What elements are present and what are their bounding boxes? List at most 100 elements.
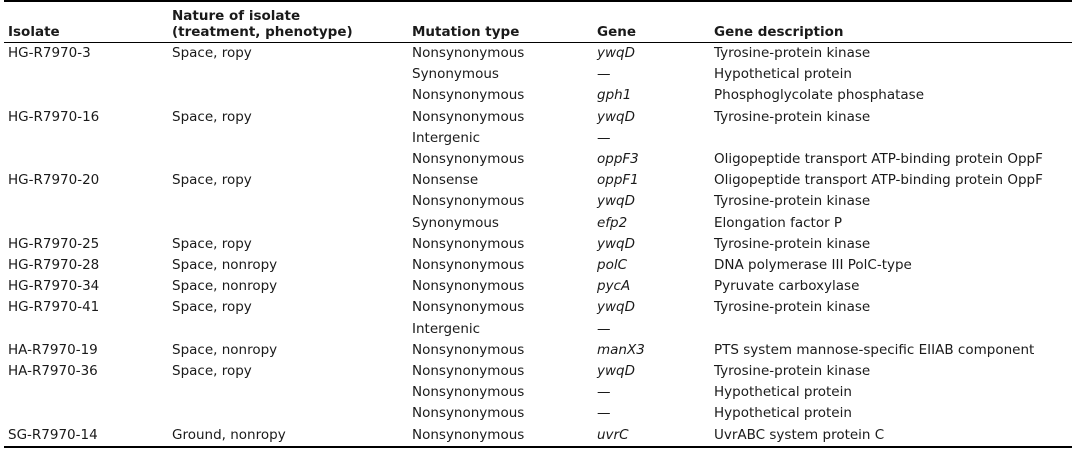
cell-isolate [4, 213, 168, 234]
cell-isolate [4, 191, 168, 212]
cell-gene: manX3 [597, 341, 645, 358]
table-row: Nonsynonymous ywqD Tyrosine-protein kinase [4, 191, 1072, 212]
cell-mutation-type: Nonsynonymous [412, 151, 525, 168]
table-row: Synonymous—Hypothetical protein [4, 64, 1072, 85]
cell-gene: — [597, 66, 611, 83]
cell-gene: uvrC [593, 424, 710, 448]
cell-isolate: SG-R7970-14 [4, 424, 168, 448]
cell-isolate [4, 382, 168, 403]
cell-mutation-type: Nonsynonymous [412, 278, 525, 295]
cell-gene-description: Oligopeptide transport ATP-binding prote… [714, 172, 1043, 189]
cell-nature [168, 149, 408, 170]
cell-isolate [4, 85, 168, 106]
cell-nature [168, 319, 408, 340]
cell-gene: efp2 [597, 214, 628, 231]
cell-nature: Space, ropy [172, 108, 252, 125]
cell-gene-description: Hypothetical protein [714, 66, 852, 83]
cell-gene: ywqD [597, 193, 635, 210]
cell-mutation-type: Nonsynonymous [412, 108, 525, 125]
cell-nature [168, 64, 408, 85]
cell-nature [168, 213, 408, 234]
cell-nature: Space, ropy [172, 363, 252, 380]
cell-isolate [4, 128, 168, 149]
cell-gene-description: Tyrosine-protein kinase [714, 108, 871, 125]
cell-mutation-type: Nonsynonymous [412, 257, 525, 274]
cell-mutation-type: Intergenic [412, 129, 481, 146]
cell-nature [168, 191, 408, 212]
header-gene-spacer [593, 0, 710, 24]
cell-nature [168, 382, 408, 403]
cell-gene: ywqD [597, 45, 635, 61]
cell-nature: Space, ropy [172, 172, 252, 189]
cell-gene: ywqD [597, 235, 635, 252]
cell-gene: ywqD [597, 299, 635, 316]
cell-mutation-type: Nonsynonymous [412, 193, 525, 210]
cell-isolate: HG-R7970-25 [8, 235, 100, 252]
cell-gene-description: Elongation factor P [714, 214, 843, 231]
cell-gene-description: Phosphoglycolate phosphatase [714, 87, 925, 104]
cell-isolate [4, 403, 168, 424]
header-row-1: Nature of isolate [4, 0, 1072, 24]
header-isolate: Isolate [4, 24, 168, 43]
table-header: Nature of isolate Isolate (treatment, ph… [4, 0, 1072, 43]
cell-gene-description: Tyrosine-protein kinase [714, 45, 871, 61]
header-nature-line2: (treatment, phenotype) [168, 24, 408, 43]
cell-mutation-type: Nonsynonymous [412, 341, 525, 358]
table-row: Intergenic— [4, 128, 1072, 149]
cell-gene: oppF1 [597, 172, 639, 189]
cell-nature [168, 85, 408, 106]
cell-gene-description: Tyrosine-protein kinase [714, 193, 871, 210]
cell-nature [168, 403, 408, 424]
cell-mutation-type: Nonsynonymous [412, 87, 525, 104]
cell-gene-description: DNA polymerase III PolC-type [714, 257, 912, 274]
cell-mutation-type: Intergenic [412, 320, 481, 337]
cell-isolate: HG-R7970-41 [8, 299, 100, 316]
cell-nature: Space, ropy [172, 299, 252, 316]
header-isolate-spacer [4, 0, 168, 24]
cell-nature [168, 128, 408, 149]
table-row: Nonsynonymous—Hypothetical protein [4, 403, 1072, 424]
table-row: Intergenic — [4, 319, 1072, 340]
table-row: Synonymous efp2 Elongation factor P [4, 213, 1072, 234]
header-mutation-type: Mutation type [408, 24, 593, 43]
cell-nature: Space, nonropy [172, 341, 278, 358]
header-gene: Gene [593, 24, 710, 43]
cell-gene-description: Pyruvate carboxylase [714, 278, 860, 295]
cell-isolate [4, 319, 168, 340]
cell-mutation-type: Nonsynonymous [412, 405, 525, 422]
cell-gene: — [597, 384, 611, 401]
cell-gene-description: Hypothetical protein [714, 405, 852, 422]
cell-gene-description [710, 128, 1072, 149]
cell-mutation-type: Synonymous [412, 214, 499, 231]
cell-nature: Space, nonropy [172, 278, 278, 295]
header-description-spacer [710, 0, 1072, 24]
mutation-table: Nature of isolate Isolate (treatment, ph… [4, 0, 1072, 448]
cell-mutation-type: Nonsynonymous [408, 424, 593, 448]
cell-nature: Space, ropy [172, 235, 252, 252]
cell-gene-description: Hypothetical protein [714, 384, 852, 401]
cell-mutation-type: Nonsynonymous [412, 45, 525, 61]
cell-isolate: HG-R7970-28 [8, 257, 100, 274]
cell-nature: Ground, nonropy [168, 424, 408, 448]
cell-isolate: HG-R7970-20 [8, 172, 100, 189]
header-nature-line1: Nature of isolate [168, 0, 408, 24]
cell-isolate [4, 149, 168, 170]
cell-gene: pycA [597, 278, 631, 295]
cell-isolate [4, 64, 168, 85]
cell-gene-description: UvrABC system protein C [710, 424, 1072, 448]
cell-nature: Space, ropy [172, 45, 252, 61]
cell-gene-description: PTS system mannose-specific EIIAB compon… [714, 341, 1035, 358]
cell-gene-description [710, 319, 1072, 340]
cell-gene: — [597, 320, 611, 337]
header-mutation-spacer [408, 0, 593, 24]
